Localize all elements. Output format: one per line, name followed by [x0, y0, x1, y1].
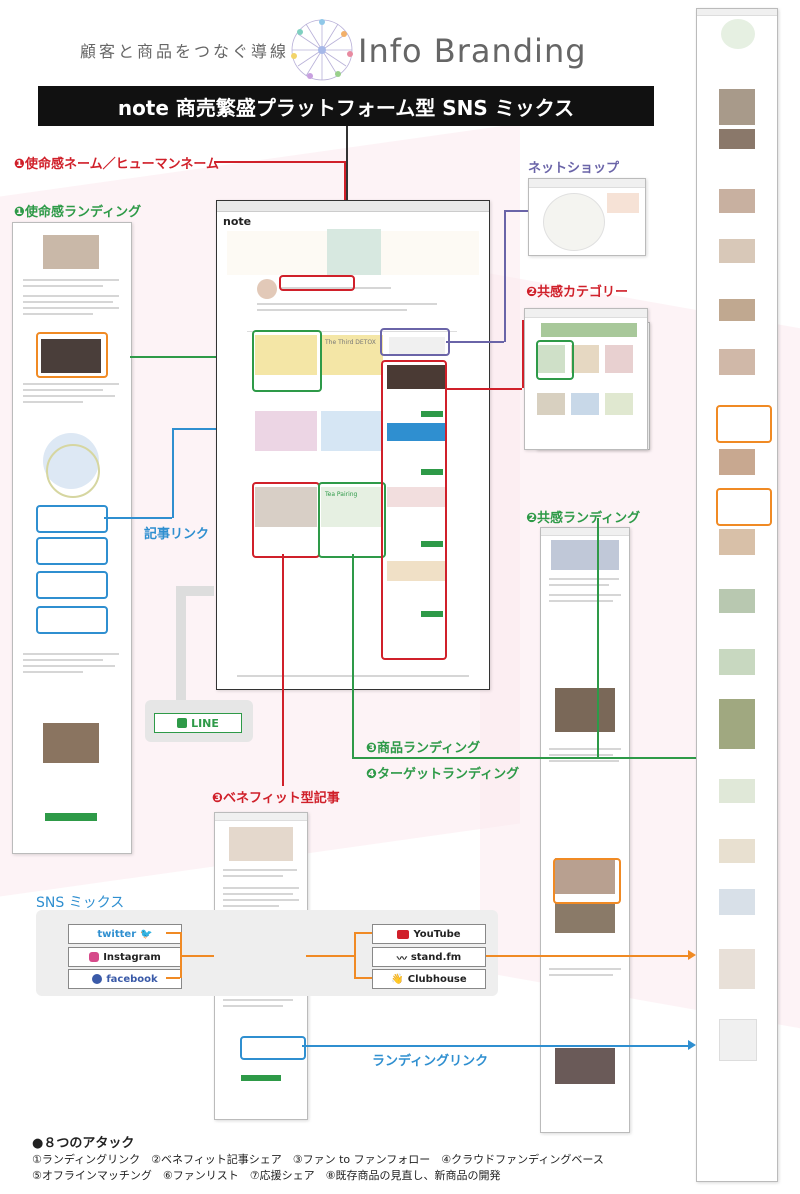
- label-empathy-landing: ❷共感ランディング: [526, 511, 641, 526]
- connector-line: [354, 932, 356, 978]
- brand-name: Info Branding: [358, 32, 587, 70]
- card-title: The Third DETOX: [325, 339, 376, 346]
- connector-line: [486, 955, 692, 957]
- connector-line: [130, 356, 252, 358]
- connector-line: [180, 955, 214, 957]
- wave-icon: 〰: [396, 953, 407, 965]
- line-label: LINE: [191, 716, 219, 730]
- youtube-label: YouTube: [413, 928, 461, 940]
- highlight-box: [380, 328, 450, 356]
- connector-line: [354, 977, 372, 979]
- facebook-icon: [92, 974, 103, 984]
- connector-arrow: [176, 586, 214, 596]
- highlight-box: [318, 482, 386, 558]
- standfm-button[interactable]: 〰 stand.fm: [372, 947, 486, 967]
- line-icon: [177, 718, 188, 728]
- avatar: [257, 279, 277, 299]
- highlight-box: [536, 340, 574, 380]
- connector-line: [504, 210, 506, 342]
- highlight-box: [252, 330, 322, 392]
- line-button[interactable]: LINE: [154, 713, 242, 733]
- highlight-box: [553, 858, 621, 904]
- connector-line: [302, 1045, 692, 1047]
- connector-line: [522, 320, 524, 388]
- connector-line: [352, 757, 598, 759]
- empathy-landing-screenshot: [540, 527, 630, 1133]
- connector-line: [597, 757, 696, 759]
- twitter-button[interactable]: twitter 🐦: [68, 924, 182, 944]
- label-empathy-category: ❷共感カテゴリー: [526, 285, 629, 300]
- connector-line: [166, 977, 180, 979]
- attacks-line: ①ランディングリンク ②ベネフィット記事シェア ③ファン to ファンフォロー …: [32, 1153, 604, 1166]
- arrow-head-icon: [688, 950, 696, 960]
- highlight-box: [36, 332, 108, 378]
- bird-icon: 🐦: [140, 928, 153, 940]
- connector-line: [354, 932, 372, 934]
- attacks-heading: ●８つのアタック: [32, 1136, 135, 1151]
- instagram-icon: [89, 952, 100, 962]
- connector-arrow: [176, 590, 186, 700]
- youtube-button[interactable]: YouTube: [372, 924, 486, 944]
- highlight-box: [46, 444, 100, 498]
- connector-line: [346, 126, 348, 200]
- twitter-label: twitter: [97, 928, 137, 940]
- connector-line: [446, 341, 504, 343]
- highlight-box: [716, 488, 772, 526]
- page-title: note 商売繁盛プラットフォーム型 SNS ミックス: [38, 86, 654, 126]
- note-logo: note: [223, 215, 252, 228]
- highlight-box: [381, 360, 447, 660]
- label-product-landing: ❸商品ランディング: [366, 741, 481, 756]
- long-landing-screenshot: [696, 8, 778, 1182]
- highlight-box: [279, 275, 355, 291]
- label-sns-mix: SNS ミックス: [36, 895, 125, 911]
- highlight-box: [36, 505, 108, 533]
- attacks-line: ⑤オフラインマッチング ⑥ファンリスト ⑦応援シェア ⑧既存商品の見直し、新商品…: [32, 1169, 501, 1182]
- connector-line: [166, 932, 180, 934]
- highlight-box: [36, 571, 108, 599]
- connector-line: [597, 518, 599, 758]
- connector-line: [352, 554, 354, 758]
- label-mission-landing: ❶使命感ランディング: [14, 205, 142, 220]
- instagram-button[interactable]: Instagram: [68, 947, 182, 967]
- card-title: Tea Pairing: [325, 491, 358, 498]
- label-landing-link: ランディングリンク: [372, 1054, 489, 1069]
- highlight-box: [240, 1036, 306, 1060]
- label-article-link: 記事リンク: [144, 527, 210, 542]
- connector-line: [180, 932, 182, 978]
- connector-line: [282, 554, 284, 786]
- connector-line: [104, 517, 172, 519]
- hand-icon: 👋: [391, 973, 404, 985]
- connector-line: [504, 210, 528, 212]
- label-target-landing: ❹ターゲットランディング: [366, 767, 520, 782]
- highlight-box: [36, 606, 108, 634]
- standfm-label: stand.fm: [410, 951, 462, 963]
- connector-line: [172, 428, 252, 430]
- facebook-label: facebook: [106, 973, 158, 985]
- facebook-button[interactable]: facebook: [68, 969, 182, 989]
- connector-line: [446, 388, 522, 390]
- connector-line: [306, 955, 354, 957]
- highlight-box: [252, 482, 320, 558]
- highlight-box: [716, 405, 772, 443]
- connector-line: [172, 428, 174, 518]
- label-benefit-article: ❸ベネフィット型記事: [212, 791, 340, 806]
- highlight-box: [36, 537, 108, 565]
- clubhouse-label: Clubhouse: [407, 973, 467, 985]
- network-logo-icon: [291, 19, 353, 81]
- empathy-category-screenshot: [524, 308, 648, 450]
- net-shop-screenshot: [528, 178, 646, 256]
- connector-line: [214, 161, 344, 163]
- youtube-icon: [397, 929, 410, 939]
- label-mission-name: ❶使命感ネーム／ヒューマンネーム: [14, 157, 219, 172]
- header-tagline: 顧客と商品をつなぐ導線: [80, 42, 290, 61]
- clubhouse-button[interactable]: 👋 Clubhouse: [372, 969, 486, 989]
- label-net-shop: ネットショップ: [528, 161, 620, 176]
- arrow-head-icon: [688, 1040, 696, 1050]
- attacks-list: ●８つのアタック ①ランディングリンク ②ベネフィット記事シェア ③ファン to…: [32, 1136, 604, 1184]
- instagram-label: Instagram: [103, 951, 161, 963]
